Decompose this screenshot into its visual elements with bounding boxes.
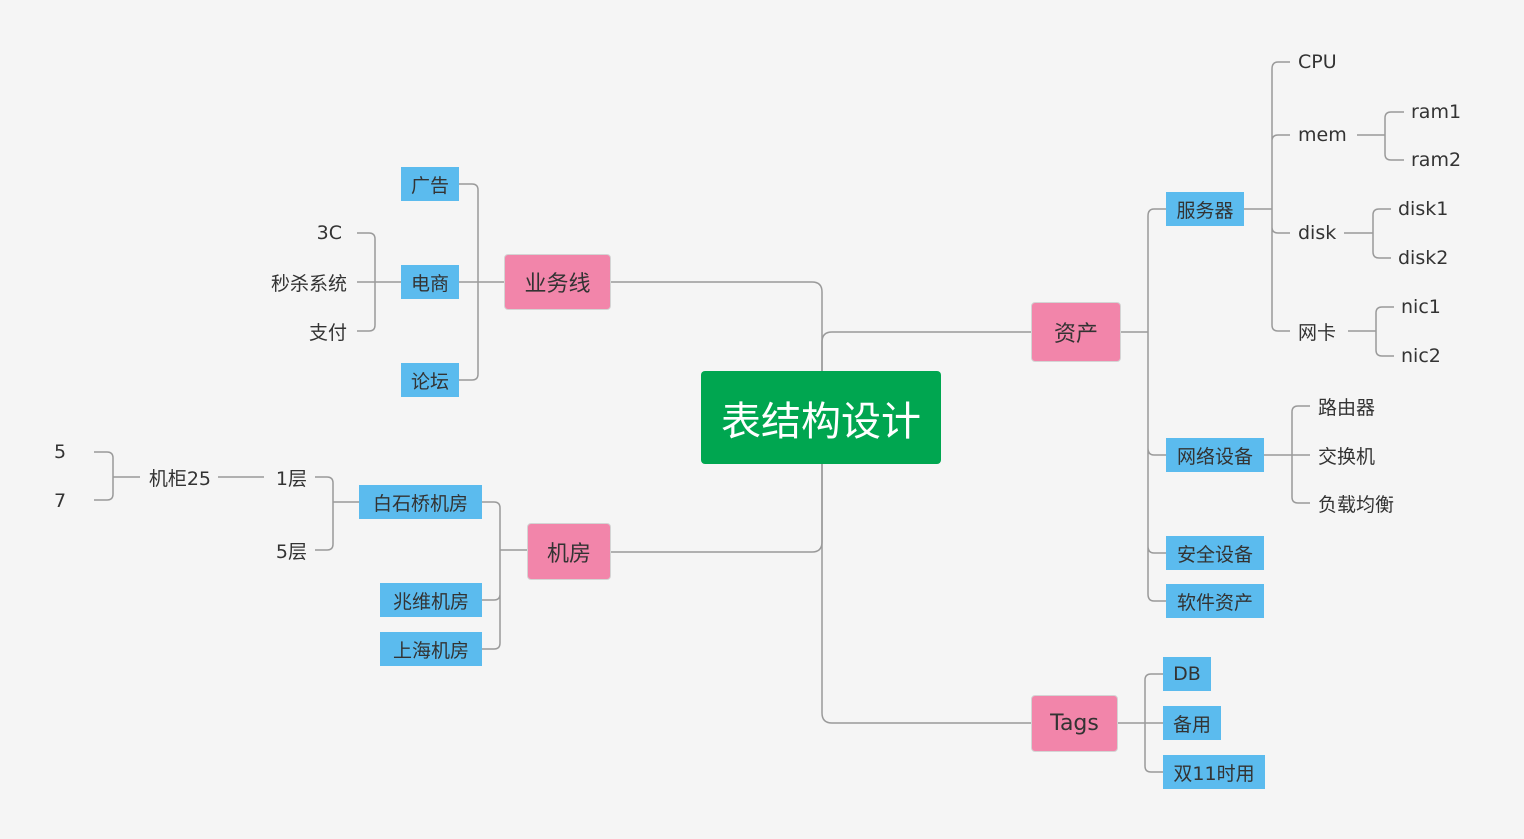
topic-assets[interactable]: 资产 [1031, 302, 1121, 362]
link-disk-children [1344, 208, 1391, 259]
subtopic-forum[interactable]: 论坛 [401, 363, 459, 397]
link-root-datacenter [611, 463, 823, 553]
subtopic-ads[interactable]: 广告 [401, 167, 459, 201]
link-server-children [1243, 61, 1290, 332]
link-cabinet-children [94, 451, 140, 501]
link-baishiqiao-children [315, 476, 359, 551]
link-ecommerce-children [357, 232, 401, 332]
leaf-floor-1[interactable]: 1层 [275, 467, 307, 490]
subtopic-backup[interactable]: 备用 [1163, 706, 1221, 740]
leaf-nic1[interactable]: nic1 [1401, 296, 1441, 318]
leaf-switch[interactable]: 交换机 [1318, 445, 1376, 468]
leaf-cabinet-7[interactable]: 7 [54, 490, 67, 512]
link-root-tags [821, 463, 1032, 724]
leaf-disk[interactable]: disk [1298, 222, 1337, 244]
subtopic-db[interactable]: DB [1163, 657, 1211, 691]
link-root-business [610, 281, 823, 372]
leaf-ram1[interactable]: ram1 [1411, 101, 1462, 123]
link-datacenter-children [482, 501, 528, 650]
link-tags-children [1117, 673, 1163, 773]
leaf-router[interactable]: 路由器 [1318, 396, 1376, 419]
leaf-cpu[interactable]: CPU [1298, 51, 1337, 73]
leaf-disk2[interactable]: disk2 [1398, 247, 1449, 269]
subtopic-software[interactable]: 软件资产 [1166, 584, 1264, 618]
subtopic-baishiqiao[interactable]: 白石桥机房 [359, 485, 482, 519]
leaf-ram2[interactable]: ram2 [1411, 149, 1462, 171]
subtopic-security[interactable]: 安全设备 [1166, 536, 1264, 570]
leaf-cabinet-25[interactable]: 机柜25 [148, 467, 211, 490]
link-mem-children [1357, 111, 1404, 161]
subtopic-network[interactable]: 网络设备 [1166, 438, 1264, 472]
leaf-3c[interactable]: 3C [316, 222, 342, 244]
link-business-children [459, 183, 505, 381]
leaf-flash-sale[interactable]: 秒杀系统 [270, 272, 347, 295]
subtopic-shanghai[interactable]: 上海机房 [380, 632, 482, 666]
root-topic[interactable]: 表结构设计 [701, 371, 941, 464]
leaf-cabinet-5[interactable]: 5 [54, 441, 67, 463]
leaf-floor-5[interactable]: 5层 [275, 540, 307, 563]
link-assets-children [1120, 208, 1167, 602]
subtopic-ecommerce[interactable]: 电商 [401, 265, 459, 299]
leaf-nic2[interactable]: nic2 [1401, 345, 1441, 367]
topic-business-line[interactable]: 业务线 [504, 254, 611, 310]
link-network-children [1263, 405, 1310, 504]
topic-datacenter[interactable]: 机房 [527, 523, 611, 580]
link-root-assets [821, 331, 1032, 372]
leaf-load-balancer[interactable]: 负载均衡 [1318, 493, 1395, 516]
topic-tags[interactable]: Tags [1031, 695, 1118, 752]
subtopic-double11[interactable]: 双11时用 [1163, 755, 1265, 789]
leaf-mem[interactable]: mem [1298, 124, 1347, 146]
link-nic-children [1348, 306, 1394, 357]
subtopic-zhaowei[interactable]: 兆维机房 [380, 583, 482, 617]
leaf-payment[interactable]: 支付 [308, 321, 347, 344]
subtopic-server[interactable]: 服务器 [1166, 192, 1244, 226]
leaf-nic[interactable]: 网卡 [1298, 321, 1337, 344]
leaf-disk1[interactable]: disk1 [1398, 198, 1449, 220]
